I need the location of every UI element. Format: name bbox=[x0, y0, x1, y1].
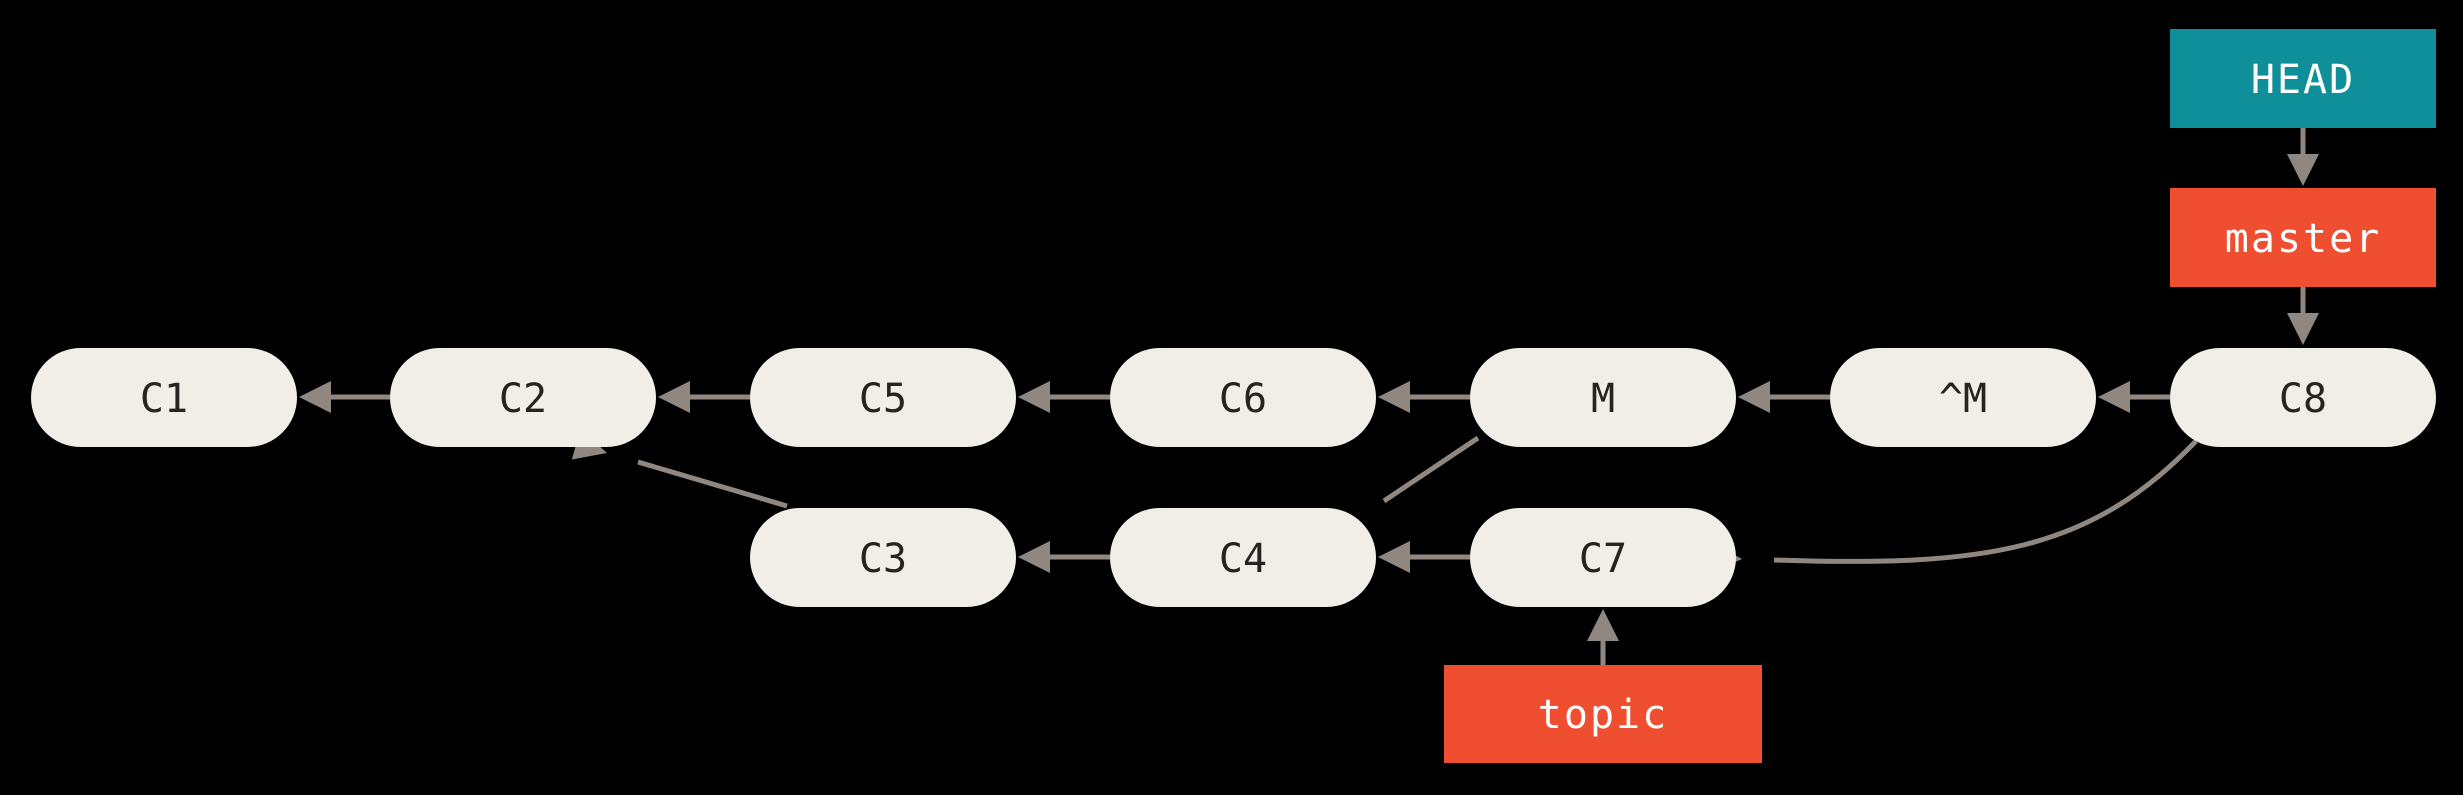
arrowhead-c8-revert-m bbox=[2098, 381, 2130, 413]
commit-node-c7: C7 bbox=[1470, 508, 1736, 607]
ref-box-master bbox=[2170, 188, 2436, 287]
commit-label-c3: C3 bbox=[859, 536, 907, 582]
edge-revert-m-m bbox=[1738, 381, 1830, 413]
ref-label-head: HEAD bbox=[2251, 57, 2355, 103]
commit-label-c4: C4 bbox=[1219, 536, 1267, 582]
arrowhead-c6-c5 bbox=[1018, 381, 1050, 413]
commit-node-c6: C6 bbox=[1110, 348, 1376, 447]
commit-label-revert-m: ^M bbox=[1939, 376, 1987, 422]
commit-label-c6: C6 bbox=[1219, 376, 1267, 422]
commit-pill-c5 bbox=[750, 348, 1016, 447]
commit-label-c1: C1 bbox=[140, 376, 188, 422]
commit-pill-c3 bbox=[750, 508, 1016, 607]
ref-box-head bbox=[2170, 29, 2436, 128]
commit-node-c8: C8 bbox=[2170, 348, 2436, 447]
arrowhead-topic-c7 bbox=[1587, 609, 1619, 641]
arrowhead-m-c6 bbox=[1378, 381, 1410, 413]
edge-c5-c2 bbox=[658, 381, 750, 413]
edge-c7-c4 bbox=[1378, 541, 1470, 573]
edge-topic-c7 bbox=[1587, 609, 1619, 665]
ref-node-topic: topic bbox=[1444, 665, 1762, 763]
edge-c8-revert-m bbox=[2098, 381, 2170, 413]
commit-node-c1: C1 bbox=[31, 348, 297, 447]
arrowhead-head-master bbox=[2287, 154, 2319, 186]
arrowhead-c2-c1 bbox=[299, 381, 331, 413]
ref-node-head: HEAD bbox=[2170, 29, 2436, 128]
commit-pill-c6 bbox=[1110, 348, 1376, 447]
ref-label-master: master bbox=[2225, 216, 2382, 262]
commit-node-c3: C3 bbox=[750, 508, 1016, 607]
arrowhead-master-c8 bbox=[2287, 313, 2319, 345]
commit-label-c2: C2 bbox=[499, 376, 547, 422]
edge-m-c6 bbox=[1378, 381, 1470, 413]
ref-node-master: master bbox=[2170, 188, 2436, 287]
commit-label-c5: C5 bbox=[859, 376, 907, 422]
arrowhead-revert-m-m bbox=[1738, 381, 1770, 413]
arrowhead-c4-c3 bbox=[1018, 541, 1050, 573]
ref-box-topic bbox=[1444, 665, 1762, 763]
commit-label-m: M bbox=[1591, 376, 1615, 422]
commit-pill-c1 bbox=[31, 348, 297, 447]
commit-pill-c7 bbox=[1470, 508, 1736, 607]
edge-c6-c5 bbox=[1018, 381, 1110, 413]
commit-node-c4: C4 bbox=[1110, 508, 1376, 607]
commit-label-c7: C7 bbox=[1579, 536, 1627, 582]
commit-node-m: M bbox=[1470, 348, 1736, 447]
commit-pill-revert-m bbox=[1830, 348, 2096, 447]
edge-head-master bbox=[2287, 128, 2319, 186]
commit-pill-c8 bbox=[2170, 348, 2436, 447]
arrowhead-c7-c4 bbox=[1378, 541, 1410, 573]
edge-c4-c3 bbox=[1018, 541, 1110, 573]
commit-pill-c4 bbox=[1110, 508, 1376, 607]
commit-node-revert-m: ^M bbox=[1830, 348, 2096, 447]
ref-label-topic: topic bbox=[1538, 692, 1668, 738]
edge-c8-c7 bbox=[1709, 439, 2198, 574]
edge-c3-c2-line bbox=[637, 459, 788, 509]
commit-pill-c2 bbox=[390, 348, 656, 447]
commit-node-c2: C2 bbox=[390, 348, 656, 447]
edge-c2-c1 bbox=[299, 381, 390, 413]
edge-c8-c7-curve bbox=[1773, 439, 2198, 564]
edge-m-c4-line bbox=[1382, 435, 1480, 504]
edge-master-c8 bbox=[2287, 287, 2319, 345]
arrowhead-c5-c2 bbox=[658, 381, 690, 413]
commit-node-c5: C5 bbox=[750, 348, 1016, 447]
commit-pill-m bbox=[1470, 348, 1736, 447]
commit-label-c8: C8 bbox=[2279, 376, 2327, 422]
